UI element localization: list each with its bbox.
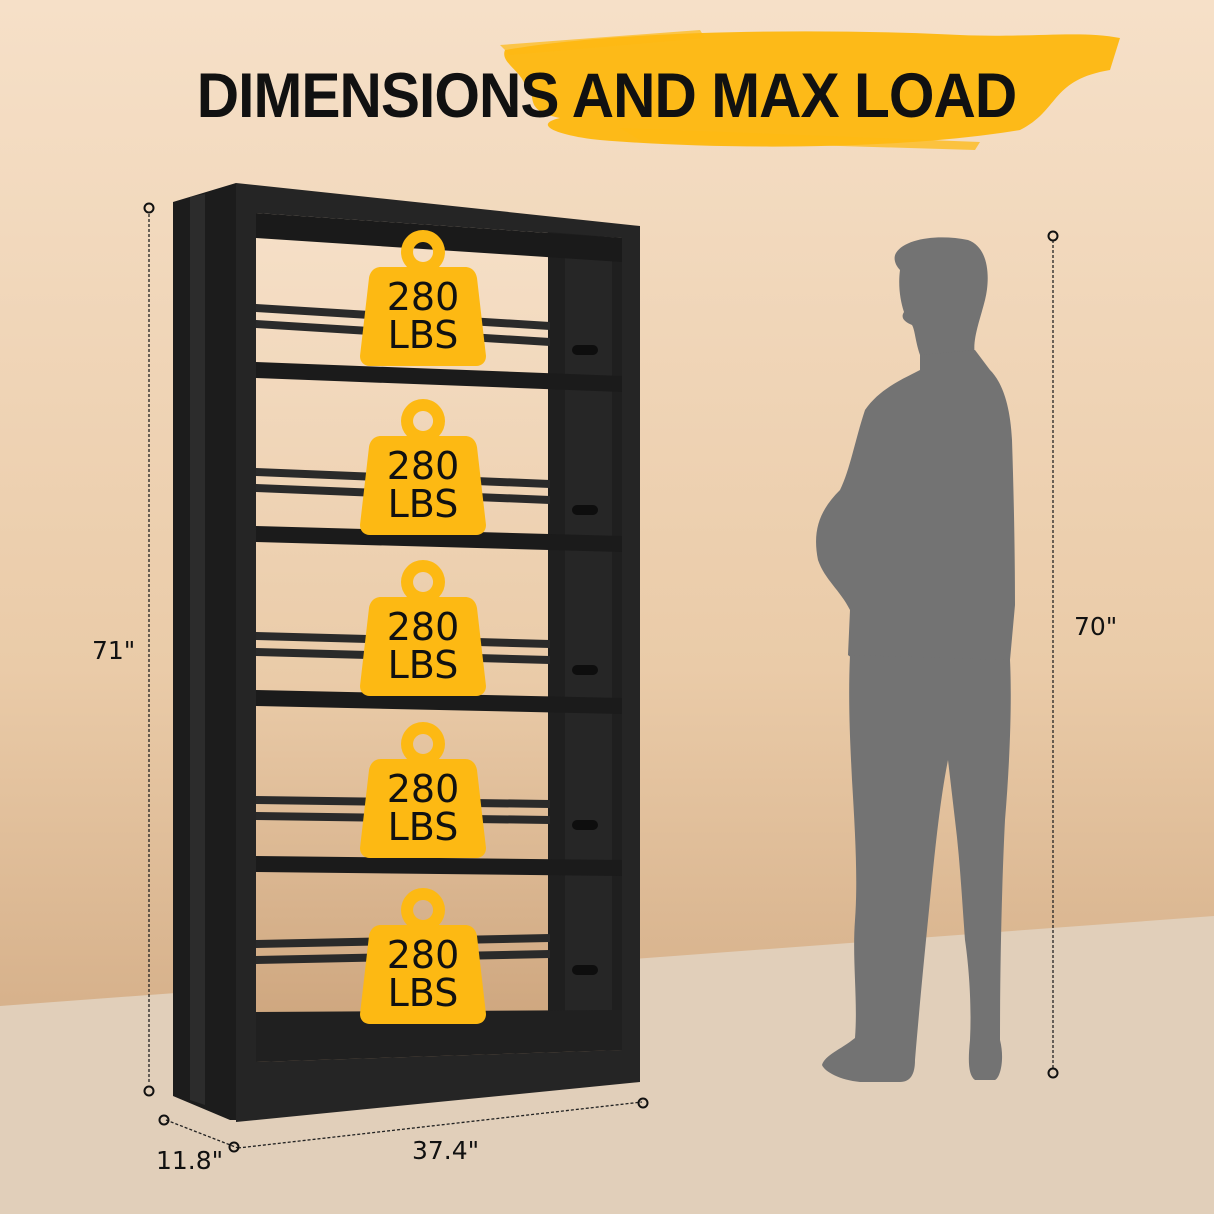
weight-icon — [360, 399, 486, 535]
load-tag-tier-2: 280 LBS — [358, 397, 488, 537]
weight-icon — [360, 230, 486, 366]
page-title: DIMENSIONS AND MAX LOAD — [196, 61, 1017, 131]
load-value: 280 — [386, 275, 460, 319]
shelf-width-label: 37.4" — [412, 1136, 480, 1165]
load-tag-tier-4: 280 LBS — [358, 720, 488, 860]
load-value: 280 — [386, 933, 460, 977]
person-silhouette-icon — [816, 237, 1015, 1082]
load-unit: LBS — [387, 313, 459, 357]
load-tag-tier-3: 280 LBS — [358, 558, 488, 698]
person-height-label: 70" — [1074, 612, 1118, 641]
load-unit: LBS — [387, 643, 459, 687]
weight-icon — [360, 722, 486, 858]
shelf-boards — [256, 362, 622, 1062]
load-unit: LBS — [387, 482, 459, 526]
load-value: 280 — [386, 605, 460, 649]
load-tag-tier-1: 280 LBS — [358, 228, 488, 368]
load-tag-tier-5: 280 LBS — [358, 886, 488, 1026]
weight-icon — [360, 560, 486, 696]
load-value: 280 — [386, 767, 460, 811]
shelf-depth-label: 11.8" — [156, 1146, 224, 1175]
load-unit: LBS — [387, 971, 459, 1015]
dimension-endpoints — [143, 202, 1059, 1153]
load-value: 280 — [386, 444, 460, 488]
weight-icon — [360, 888, 486, 1024]
shelf-height-label: 71" — [92, 636, 136, 665]
bracket-slots — [572, 345, 598, 975]
load-unit: LBS — [387, 805, 459, 849]
dimension-lines — [148, 214, 1054, 1149]
